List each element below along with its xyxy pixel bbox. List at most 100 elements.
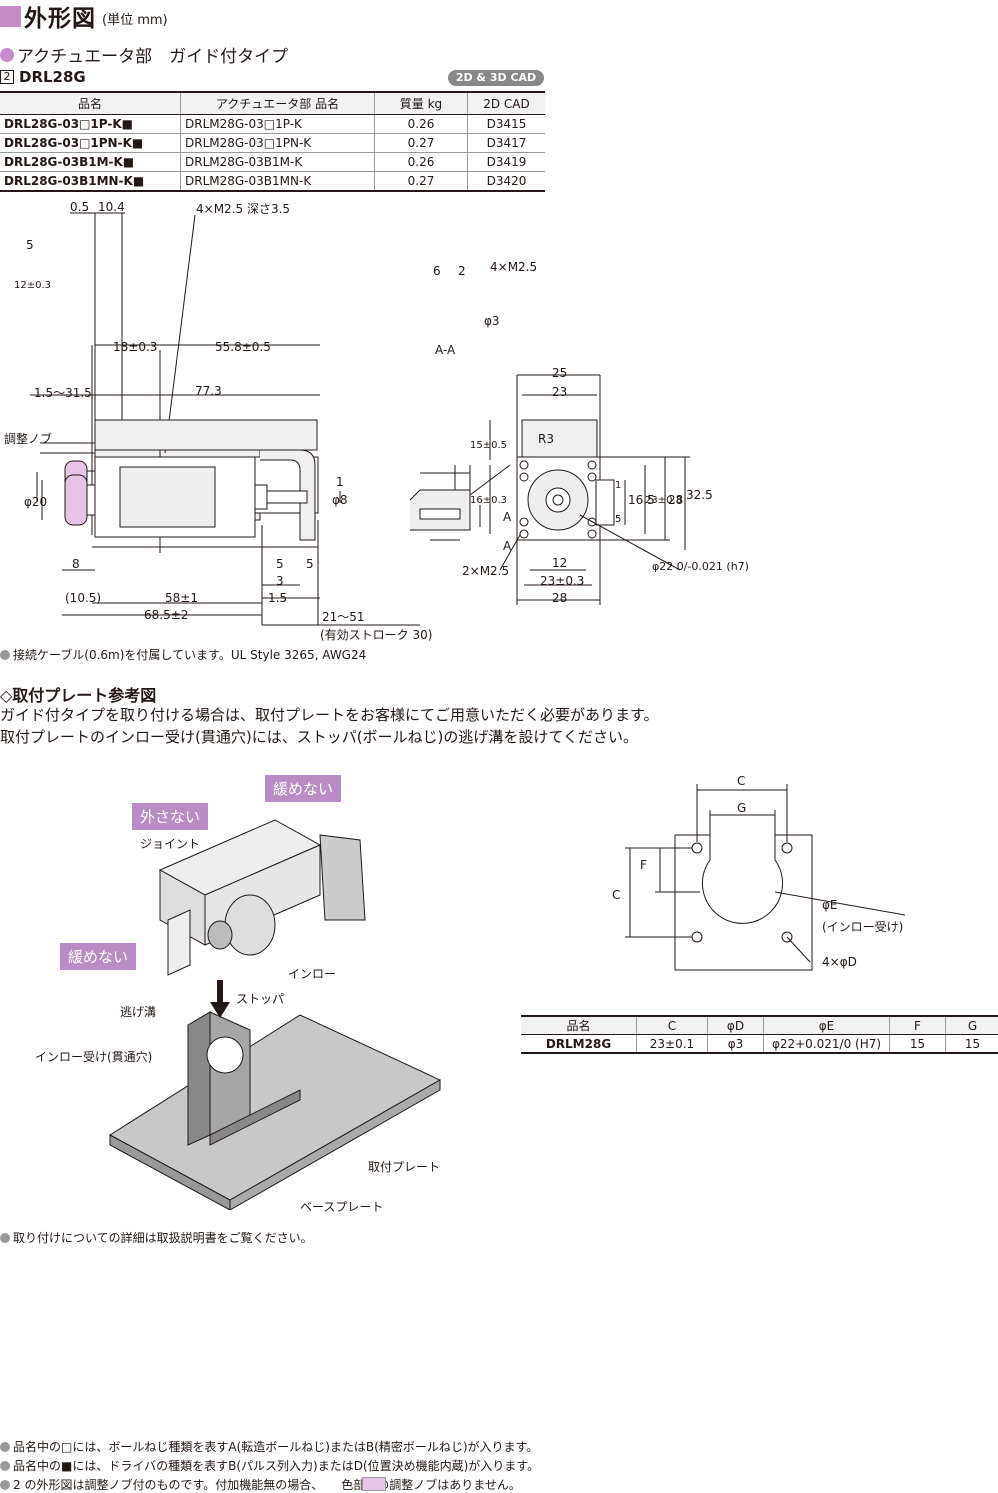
table-row: DRLM28G 23±0.1 φ3 φ22+0.021/0 (H7) 15 15 xyxy=(521,1035,998,1054)
diag-label-e: φE xyxy=(822,898,838,912)
footnote-3: 2 の外形図は調整ノブ付のものです。付加機能無の場合、 色部分の調整ノブはありま… xyxy=(0,1476,521,1493)
table-row: DRL28G-03B1M-K■ DRLM28G-03B1M-K 0.26 D34… xyxy=(0,153,545,172)
cad-link[interactable]: D3419 xyxy=(468,153,546,172)
cad-badge[interactable]: 2D & 3D CAD xyxy=(448,70,544,86)
label-inro-hole: インロー受け(貫通穴) xyxy=(35,1048,152,1065)
dim-label: 4×M2.5 xyxy=(490,260,537,274)
cell: 0.27 xyxy=(375,134,468,153)
diag-label-g: G xyxy=(737,801,746,815)
plate-heading: ◇取付プレート参考図 xyxy=(0,682,156,706)
dim-label: 1.5～31.5 xyxy=(34,384,92,401)
tag-do-not-loosen-top: 緩めない xyxy=(265,775,341,802)
table-header-row: 品名 C φD φE F G xyxy=(521,1016,998,1035)
footnote-2: 品名中の■には、ドライバの種類を表すB(パルス列入力)またはD(位置決め機能内蔵… xyxy=(0,1457,539,1474)
label-relief-groove: 逃げ溝 xyxy=(120,1003,156,1020)
dim-label: 1.5 xyxy=(268,591,287,605)
note-bullet-icon xyxy=(0,1480,10,1490)
dim-label: (有効ストローク 30) xyxy=(320,626,432,643)
dim-label: 12±0.3 xyxy=(14,280,51,291)
plate-para-2: 取付プレートのインロー受け(貫通穴)には、ストッパ(ボールねじ)の逃げ溝を設けて… xyxy=(0,726,638,747)
dim-label: 5 xyxy=(615,514,621,525)
knob-color-swatch xyxy=(362,1477,386,1491)
cell: 23±0.1 xyxy=(637,1035,708,1054)
dim-label: 5 xyxy=(26,238,34,252)
dim-label: 4×M2.5 深さ3.5 xyxy=(196,200,290,217)
dim-label: 25 xyxy=(552,366,567,380)
dim-label: 5 xyxy=(306,557,314,571)
cell: DRL28G-03□1P-K■ xyxy=(0,115,181,134)
dim-label: 2 xyxy=(458,264,466,278)
cad-link[interactable]: D3417 xyxy=(468,134,546,153)
label-inro: インロー xyxy=(288,965,336,982)
side-knob-shape xyxy=(65,475,87,525)
cell: DRLM28G-03□1P-K xyxy=(181,115,375,134)
dim-label: A xyxy=(503,510,511,524)
dimension-drawing xyxy=(0,195,760,645)
dim-label: 0.5 xyxy=(70,200,89,214)
cell: DRL28G-03B1M-K■ xyxy=(0,153,181,172)
cad-link[interactable]: D3415 xyxy=(468,115,546,134)
dim-label: A xyxy=(503,539,511,553)
th: F xyxy=(890,1016,946,1035)
label-stopper: ストッパ xyxy=(236,990,284,1007)
plate-diagram xyxy=(600,770,920,980)
dim-label: 1 xyxy=(615,480,621,491)
dim-label: 12 xyxy=(552,556,567,570)
dim-label: 32.5 xyxy=(686,488,713,502)
knob-label: 調整ノブ xyxy=(4,430,52,447)
cell: 0.27 xyxy=(375,172,468,192)
dim-label: 58±1 xyxy=(165,591,198,605)
th-cad: 2D CAD xyxy=(468,92,546,115)
bullet-icon xyxy=(0,48,14,62)
diag-label-f: F xyxy=(640,858,647,872)
subtitle: アクチュエータ部 ガイド付タイプ xyxy=(0,42,288,67)
note-bullet-icon xyxy=(0,650,10,660)
model-name: DRL28G xyxy=(19,68,86,86)
th: C xyxy=(637,1016,708,1035)
diag-label-d: 4×φD xyxy=(822,955,857,969)
front-view-guide xyxy=(522,420,597,460)
plate-table: 品名 C φD φE F G DRLM28G 23±0.1 φ3 φ22+0.0… xyxy=(521,1015,998,1054)
th: φE xyxy=(764,1016,890,1035)
note-bullet-icon xyxy=(0,1442,10,1452)
dim-label: 16.5 xyxy=(628,493,655,507)
cell: DRLM28G-03B1MN-K xyxy=(181,172,375,192)
cad-link[interactable]: D3420 xyxy=(468,172,546,192)
cell: φ22+0.021/0 (H7) xyxy=(764,1035,890,1054)
side-view-guide xyxy=(95,420,317,450)
dim-label: 18±0.3 xyxy=(113,340,157,354)
label-joint: ジョイント xyxy=(140,835,200,852)
th-mass: 質量 kg xyxy=(375,92,468,115)
diag-label-inro: (インロー受け) xyxy=(822,918,903,935)
cell: 0.26 xyxy=(375,153,468,172)
tag-do-not-loosen-side: 緩めない xyxy=(60,943,136,970)
cell: DRLM28G-03B1M-K xyxy=(181,153,375,172)
dim-label: 6 xyxy=(433,264,441,278)
footnote-1: 品名中の□には、ボールねじ種類を表すA(転造ボールねじ)またはB(精密ボールねじ… xyxy=(0,1438,538,1455)
cell: φ3 xyxy=(708,1035,764,1054)
footnote-text: 品名中の□には、ボールねじ種類を表すA(転造ボールねじ)またはB(精密ボールねじ… xyxy=(13,1438,538,1455)
dim-label: 3 xyxy=(276,574,284,588)
cell: DRLM28G-03□1PN-K xyxy=(181,134,375,153)
dim-label: φ22 0/-0.021 (h7) xyxy=(652,560,749,573)
cell: 15 xyxy=(946,1035,998,1054)
dim-label: (10.5) xyxy=(65,591,101,605)
th-actuator: アクチュエータ部 品名 xyxy=(181,92,375,115)
dim-label: 2×M2.5 xyxy=(462,564,509,578)
footnote-text: 品名中の■には、ドライバの種類を表すB(パルス列入力)またはD(位置決め機能内蔵… xyxy=(13,1457,539,1474)
dim-label: 8 xyxy=(72,557,80,571)
plate-para-1: ガイド付タイプを取り付ける場合は、取付プレートをお客様にてご用意いただく必要があ… xyxy=(0,704,659,725)
dim-label: φ3 xyxy=(484,314,500,328)
dim-label: 55.8±0.5 xyxy=(215,340,271,354)
label-mount-plate: 取付プレート xyxy=(368,1158,440,1175)
model-number-box: 2 xyxy=(0,70,14,84)
subtitle-text: アクチュエータ部 ガイド付タイプ xyxy=(17,42,288,67)
dim-label: 21～51 xyxy=(322,608,365,625)
unit-label: (単位 mm) xyxy=(102,9,168,28)
table-row: DRL28G-03B1MN-K■ DRLM28G-03B1MN-K 0.27 D… xyxy=(0,172,545,192)
table-header-row: 品名 アクチュエータ部 品名 質量 kg 2D CAD xyxy=(0,92,545,115)
model-table: 品名 アクチュエータ部 品名 質量 kg 2D CAD DRL28G-03□1P… xyxy=(0,91,545,192)
label-base-plate: ベースプレート xyxy=(300,1198,383,1215)
install-note: 取り付けについての詳細は取扱説明書をご覧ください。 xyxy=(0,1229,313,1246)
dim-label: 28 xyxy=(668,493,683,507)
